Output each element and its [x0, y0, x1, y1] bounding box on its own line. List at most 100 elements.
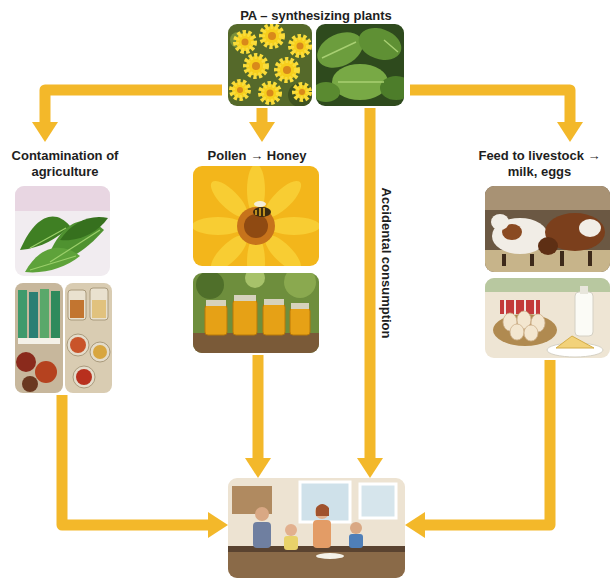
family-photo-part	[285, 524, 297, 536]
spice-photo-part	[70, 300, 84, 318]
dairy-photo-part	[485, 278, 610, 292]
cow-photo-part	[491, 214, 509, 230]
dairy-photo-part	[485, 278, 610, 358]
flower-photo-part-part	[297, 43, 304, 50]
dairy-photo-part	[503, 311, 545, 341]
tea-photo-part	[22, 376, 38, 392]
flower-photo-part	[232, 26, 309, 102]
flower-photo	[228, 24, 312, 106]
sunflower-photo-part	[237, 207, 275, 245]
family-photo	[228, 478, 405, 578]
node-heading: Feed to livestock → milk, eggs	[468, 148, 611, 180]
flower-photo-part-part	[246, 56, 266, 76]
honey-photo-part-part	[290, 308, 310, 335]
tea-photo-part	[18, 338, 60, 344]
flower-photo-part-part	[237, 87, 243, 93]
dairy-photo-part	[556, 336, 594, 348]
flower-photo-part-part	[283, 66, 291, 74]
flow-arrow	[257, 108, 268, 122]
honey-photo-part-part	[234, 295, 256, 301]
family-photo-part	[300, 482, 350, 522]
cow-photo-part	[485, 186, 610, 272]
spice-photo-part	[65, 283, 112, 393]
honey-photo-part-part	[206, 300, 226, 306]
honey-photo-part	[196, 273, 224, 299]
family-photo-part	[349, 534, 363, 548]
flow-arrow	[45, 90, 222, 122]
honey-photo-part	[245, 273, 265, 288]
tea-photo-part	[40, 289, 49, 338]
honey-photo-part-part	[233, 300, 257, 335]
tea-photo-part	[29, 292, 38, 338]
node-heading: Pollen → Honey	[192, 148, 322, 164]
flow-arrow	[253, 355, 264, 458]
dairy-photo-part	[575, 292, 593, 336]
dairy-photo-part	[500, 300, 540, 314]
cow-photo-part	[485, 186, 610, 210]
tea-photo-part	[35, 361, 57, 383]
dairy-photo-part-part	[510, 324, 524, 340]
honey-photo-part	[206, 295, 309, 309]
flower-photo-part-part	[232, 82, 248, 98]
flower-photo-part-part	[262, 26, 282, 46]
family-photo-part	[284, 536, 298, 550]
flower-photo-part-part	[291, 37, 309, 55]
sunflower-photo-part	[193, 166, 319, 266]
flower-photo-part-part	[268, 32, 276, 40]
dairy-photo	[485, 278, 610, 358]
flow-arrow	[365, 108, 376, 458]
cow-photo-part	[538, 237, 558, 255]
sunflower-photo-part	[254, 201, 266, 207]
leaf-photo-part	[322, 40, 398, 82]
stage-box: Feed to livestock → milk, eggs	[466, 142, 613, 360]
family-photo-part	[360, 484, 396, 518]
leaf-photo	[316, 24, 404, 106]
sunflower-photo	[193, 166, 319, 266]
stage-box: Contamination of agriculture	[3, 142, 127, 395]
flower-photo-part-part	[299, 89, 305, 95]
honey-photo-part-part	[264, 299, 284, 305]
sunflower-photo-part	[256, 208, 264, 216]
spice-photo-part	[90, 342, 110, 362]
spice-photo-part	[73, 366, 95, 388]
spice-photo-part	[68, 290, 86, 320]
tea-photo-part	[51, 291, 60, 338]
arugula-photo-part	[15, 186, 110, 276]
node-heading: PA – synthesizing plants	[224, 8, 408, 24]
flow-arrow	[410, 90, 570, 122]
flower-photo-part-part	[267, 90, 274, 97]
family-photo-part	[253, 522, 271, 548]
dairy-photo-part-part	[524, 325, 538, 341]
arugula-photo-part	[15, 186, 110, 211]
family-photo-part	[350, 522, 362, 534]
spice-photo	[65, 283, 112, 393]
flow-arrow	[425, 360, 550, 525]
honey-photo-part	[284, 273, 316, 298]
cow-photo	[485, 186, 610, 272]
leaf-photo-part	[354, 24, 404, 66]
sunflower-photo-part-part	[193, 217, 244, 235]
family-photo-part	[316, 504, 329, 516]
flower-photo-part-part	[261, 84, 279, 102]
honey-photo-part-part	[205, 305, 227, 335]
family-photo-part	[316, 553, 344, 559]
cow-photo-part	[504, 251, 590, 266]
spice-photo-part	[90, 288, 108, 320]
sunflower-photo-part-part	[268, 217, 319, 235]
stage-box: PA – synthesizing plants	[222, 2, 410, 108]
sunflower-photo-part	[253, 207, 271, 217]
family-photo-part	[228, 478, 405, 578]
leaf-photo-part	[316, 82, 340, 102]
tea-photo	[15, 283, 63, 393]
leaf-photo-part	[380, 76, 404, 100]
honey-photo-part-part	[263, 304, 285, 335]
arugula-photo-part	[30, 228, 100, 270]
honey-photo-part	[205, 300, 310, 335]
stage-box: Pollen → Honey	[190, 142, 324, 355]
spice-photo-part	[70, 337, 86, 353]
family-photo-part	[228, 550, 405, 578]
flower-photo-part	[237, 32, 305, 97]
